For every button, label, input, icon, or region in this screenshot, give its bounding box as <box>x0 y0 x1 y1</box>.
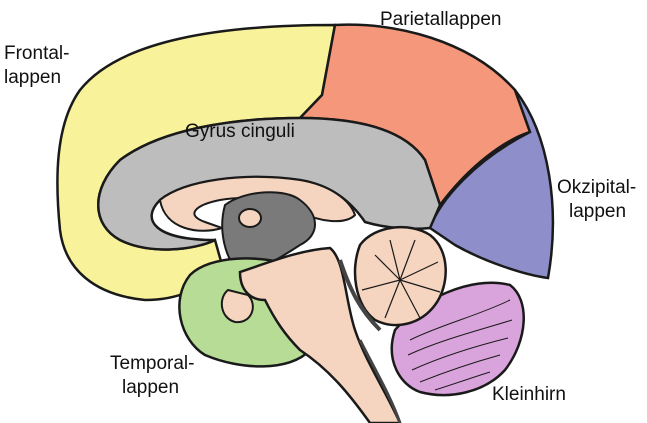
label-parietal-text: Parietallappen <box>380 8 501 32</box>
label-occipital-lobe: Okzipital- lappen <box>557 176 636 224</box>
label-cerebellum: Kleinhirn <box>492 383 566 407</box>
label-temporal-line-2: lappen <box>110 376 194 400</box>
label-frontal-line-1: Frontal- <box>4 42 69 66</box>
label-frontal-lobe: Frontal- lappen <box>4 42 69 90</box>
label-cerebellum-text: Kleinhirn <box>492 383 566 407</box>
label-cingulate-text: Gyrus cinguli <box>185 120 295 144</box>
arbor-vitae <box>355 227 446 325</box>
pituitary <box>222 290 253 322</box>
interthalamic-adhesion <box>239 209 261 227</box>
label-occipital-line-2: lappen <box>557 200 636 224</box>
label-temporal-lobe: Temporal- lappen <box>110 352 194 400</box>
label-occipital-line-1: Okzipital- <box>557 176 636 200</box>
label-frontal-line-2: lappen <box>4 66 69 90</box>
label-parietal-lobe: Parietallappen <box>380 8 501 32</box>
label-cingulate-gyrus: Gyrus cinguli <box>185 120 295 144</box>
label-temporal-line-1: Temporal- <box>110 352 194 376</box>
